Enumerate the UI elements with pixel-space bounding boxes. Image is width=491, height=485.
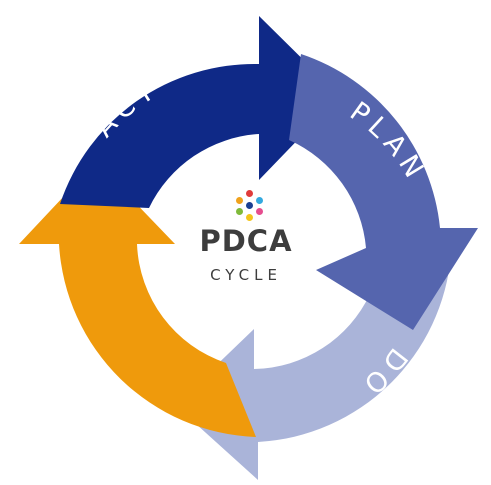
center-title: PDCA [199, 224, 293, 258]
logo-dot [256, 208, 263, 215]
logo-dot [236, 197, 243, 204]
logo-dot [256, 197, 263, 204]
logo-dot [236, 208, 243, 215]
logo-dot [246, 202, 253, 209]
logo-dot [246, 190, 253, 197]
check-arrow [19, 162, 256, 437]
colorful-dots-icon [232, 188, 268, 224]
logo-dot [246, 214, 253, 221]
center-subtitle: CYCLE [210, 266, 282, 284]
act-arrow [60, 16, 340, 208]
plan-arrow [289, 54, 478, 330]
